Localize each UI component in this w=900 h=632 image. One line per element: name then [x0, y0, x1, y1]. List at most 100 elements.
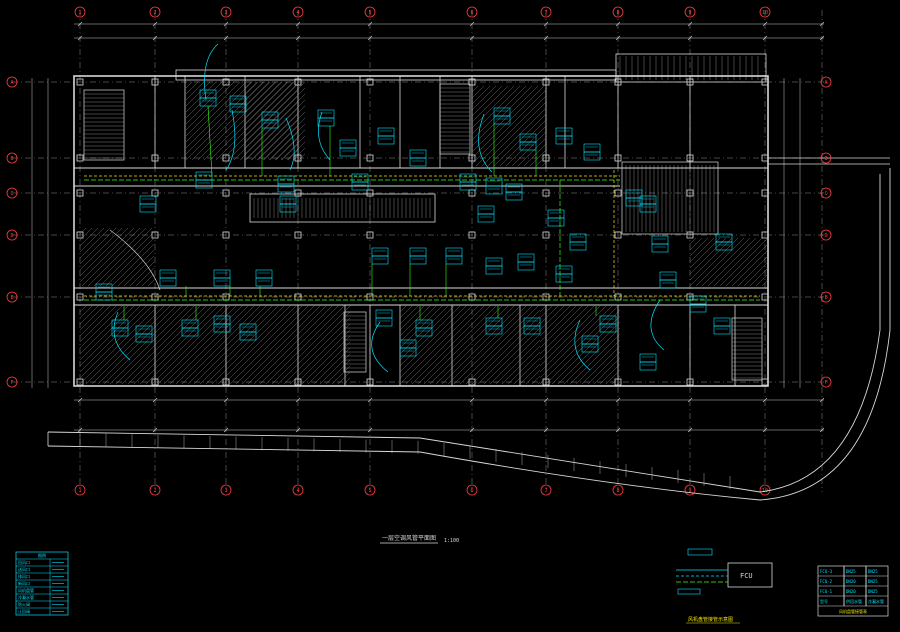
dim-tick — [223, 35, 229, 41]
hatch-line — [540, 306, 595, 361]
fcu-unit — [195, 179, 213, 189]
fcu-unit — [377, 127, 395, 137]
hatch-line — [519, 363, 540, 384]
hatch-line — [251, 113, 298, 160]
column — [686, 154, 694, 162]
hatch-line — [575, 339, 620, 384]
fcu-unit — [95, 291, 113, 301]
fcu-unit — [625, 197, 643, 207]
hatch-line — [725, 243, 768, 286]
schedule-cell: DN25 — [868, 579, 878, 584]
hatch-line — [581, 345, 620, 384]
axis-bubble-label: 10 — [762, 10, 768, 16]
hatch-line — [743, 261, 768, 286]
column — [76, 293, 84, 301]
axis-bubble — [74, 6, 86, 18]
fcu-unit — [375, 309, 393, 319]
column — [76, 189, 84, 197]
fcu-unit — [583, 151, 601, 161]
hatch-line — [617, 381, 620, 384]
hatch-line — [400, 306, 437, 343]
fcu-unit — [639, 195, 657, 205]
hatch-line — [707, 238, 757, 286]
axis-bubble — [684, 484, 696, 496]
dim-tick — [687, 397, 693, 403]
hatch-line — [540, 306, 577, 343]
legend-row-label: 回风口 — [18, 560, 30, 565]
hatch-line — [472, 86, 515, 129]
column — [686, 78, 694, 86]
hatch-line — [400, 306, 473, 379]
hatch-line — [690, 238, 733, 281]
column — [542, 154, 550, 162]
dim-tick — [819, 35, 825, 41]
dim-tick — [152, 21, 158, 27]
hatch-line — [239, 101, 298, 160]
leader — [204, 43, 219, 101]
fcu-unit — [493, 107, 511, 117]
dim-tick — [77, 397, 83, 403]
hatch-line — [405, 306, 485, 384]
fcu-unit — [581, 343, 599, 353]
fcu-unit — [639, 203, 657, 213]
hatch-line — [99, 231, 154, 286]
hatch-line — [80, 306, 123, 349]
curved-wall — [109, 229, 161, 291]
hatch-line — [186, 82, 235, 131]
axis-bubble-label: E — [824, 295, 827, 301]
dim-tick — [543, 21, 549, 27]
hatch-line — [259, 306, 339, 384]
column — [222, 189, 230, 197]
flex-duct — [113, 311, 131, 361]
fcu-unit — [569, 241, 587, 251]
hatch-line — [529, 149, 546, 166]
hatch-line — [186, 82, 223, 119]
dim-tick — [615, 397, 621, 403]
axis-bubble — [820, 229, 832, 241]
hatch-line — [245, 82, 282, 119]
building-outline — [73, 75, 769, 387]
axis-bubble-label: 5 — [368, 10, 371, 16]
fcu-unit — [239, 331, 257, 341]
fcu-unit — [517, 253, 535, 263]
dim-tick — [543, 35, 549, 41]
fcu-unit — [555, 265, 573, 275]
column — [614, 78, 622, 86]
hatch-line — [283, 317, 350, 384]
schedule-cell: DN20 — [846, 579, 856, 584]
fcu-unit — [599, 315, 617, 325]
hatch-line — [193, 306, 273, 384]
hatch-line — [203, 82, 283, 160]
hatch-line — [80, 228, 135, 283]
flex-duct — [478, 113, 493, 173]
axis-bubble — [684, 6, 696, 18]
fcu-unit — [639, 353, 657, 363]
hatch-line — [301, 335, 350, 384]
fcu-unit — [229, 95, 247, 105]
schedule-cell: 供回水管 — [846, 598, 862, 604]
hatch-line — [245, 82, 246, 83]
hatch-line — [235, 306, 315, 384]
axis-bubble — [149, 484, 161, 496]
axis-bubble-label: 3 — [224, 10, 227, 16]
fcu-unit — [651, 235, 669, 245]
axis-bubble — [820, 152, 832, 164]
hatch-line — [211, 306, 291, 384]
fcu-unit — [547, 209, 565, 219]
hatch-line — [495, 339, 540, 384]
fcu-unit — [659, 279, 677, 289]
stair-block — [621, 161, 719, 235]
fcu-box — [727, 562, 773, 588]
hatch-line — [499, 119, 546, 166]
hatch-line — [690, 238, 703, 251]
column — [76, 78, 84, 86]
dim-tick — [77, 427, 83, 433]
hatch-line — [313, 347, 350, 384]
hatch-pattern — [400, 306, 540, 384]
fcu-unit — [477, 205, 495, 215]
axis-bubble-label: A — [10, 80, 13, 86]
hatch-line — [127, 306, 207, 384]
fcu-unit — [279, 203, 297, 213]
axis-bubble-label: 2 — [153, 488, 156, 494]
